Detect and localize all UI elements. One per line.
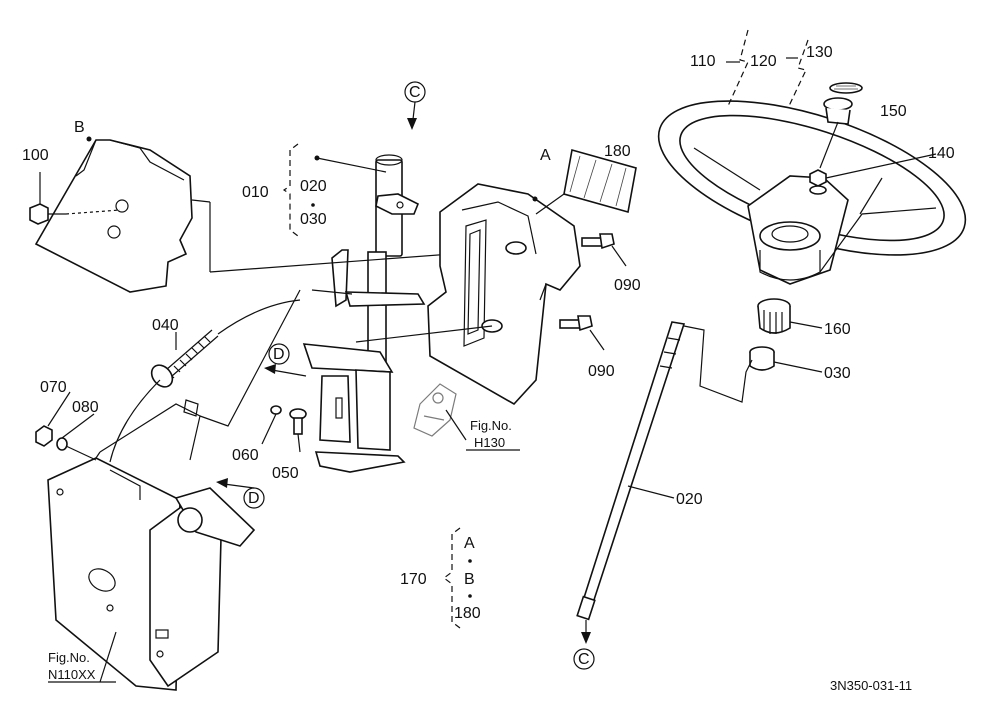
label-080: 080: [72, 399, 99, 416]
label-060: 060: [232, 447, 259, 464]
cover-a-part: [427, 183, 581, 406]
label-ref-a-1: A: [540, 147, 551, 164]
bracket-120: [787, 39, 809, 109]
bolt-090-lower-part: [559, 315, 593, 332]
cover-b-part: [34, 139, 193, 293]
label-110: 110: [690, 53, 716, 70]
bracket-170: [443, 527, 461, 629]
washer-060-part: [270, 405, 282, 415]
label-180-b: 180: [454, 605, 481, 622]
label-160: 160: [824, 321, 851, 338]
bracket-010: [282, 143, 299, 237]
bolt-050-part: [289, 408, 307, 435]
ref-c-bottom-circle: [573, 648, 595, 670]
fig-n110xx-title: Fig.No.: [48, 650, 90, 665]
fig-h130-number: H130: [474, 435, 505, 450]
horn-cap-130-part: [829, 82, 863, 94]
steering-column-part: [302, 154, 426, 473]
label-140: 140: [928, 145, 955, 162]
label-ref-c-top: C: [409, 84, 421, 101]
label-ref-c-bottom: C: [578, 651, 590, 668]
label-180-a: 180: [604, 143, 631, 160]
fig-h130-title: Fig.No.: [470, 418, 512, 433]
label-180-plate: [563, 148, 637, 214]
cap-150-part: [823, 97, 853, 125]
ref-d-upper-circle: [268, 343, 290, 365]
washer-under-nut: [809, 185, 827, 195]
label-ref-b-1: B: [74, 119, 85, 136]
label-050: 050: [272, 465, 299, 482]
fig-n110xx-number: N110XX: [48, 667, 96, 682]
fig-h130-sketch: [413, 383, 457, 437]
cover-a-boss-upper: [505, 241, 527, 255]
label-040: 040: [152, 317, 179, 334]
steering-shaft-020-part: [576, 321, 686, 621]
label-020-b: 020: [676, 491, 703, 508]
label-070: 070: [40, 379, 67, 396]
label-ref-d-lower: D: [248, 490, 260, 507]
label-030-a: 030: [300, 211, 327, 228]
nut-070-part: [35, 425, 53, 447]
label-ref-d-upper: D: [273, 346, 285, 363]
drawing-code: 3N350-031-11: [830, 678, 912, 693]
label-100: 100: [22, 147, 49, 164]
label-130: 130: [806, 44, 833, 61]
label-170: 170: [400, 571, 427, 588]
label-120: 120: [750, 53, 777, 70]
hub-160-part: [757, 298, 791, 334]
label-ref-a-2: A: [464, 535, 475, 552]
label-ref-b-2: B: [464, 571, 475, 588]
label-090-upper: 090: [614, 277, 641, 294]
cover-b-dot: [86, 136, 92, 142]
bracket-n110xx-part: [47, 399, 256, 691]
nut-140-part: [809, 169, 827, 187]
collar-030-part: [749, 346, 775, 371]
cover-a-dot: [532, 196, 538, 202]
label-030-b: 030: [824, 365, 851, 382]
bracket-110: [727, 29, 749, 107]
washer-080-part: [56, 437, 68, 451]
label-010: 010: [242, 184, 269, 201]
label-020-a: 020: [300, 178, 327, 195]
bolt-100-part: [29, 196, 66, 225]
label-150: 150: [880, 103, 907, 120]
label-090-lower: 090: [588, 363, 615, 380]
spring-040-part: [150, 299, 301, 388]
bolt-090-upper-part: [581, 233, 615, 250]
